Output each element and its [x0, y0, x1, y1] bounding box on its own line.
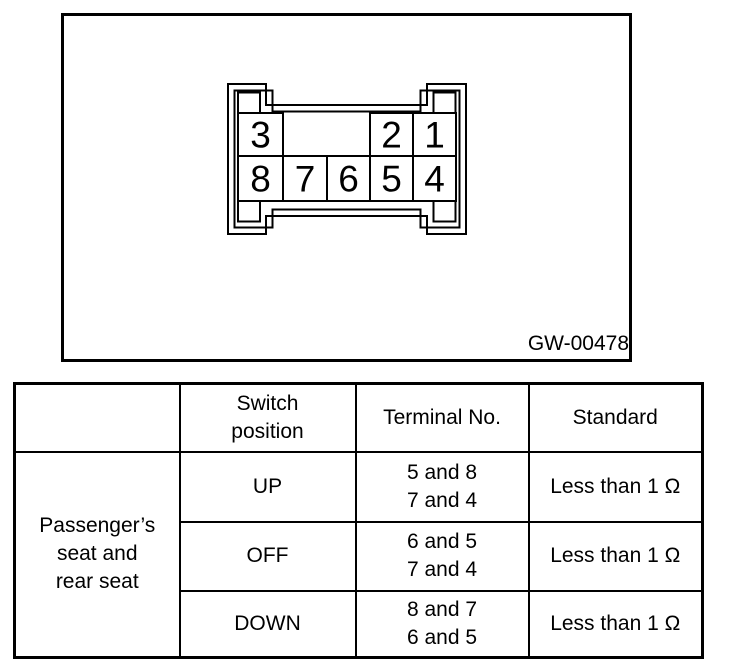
connector-tab-top-right	[432, 91, 457, 114]
terminal-no-off: 6 and 5 7 and 4	[354, 520, 530, 592]
terminal-cavity-7	[282, 155, 328, 202]
connector-tab-top-left	[237, 91, 261, 114]
terminal-no-down: 8 and 7 6 and 5	[354, 589, 530, 659]
connector-tab-bottom-right	[432, 200, 457, 223]
terminal-label-3: 3	[250, 115, 271, 156]
connector-outline-outer	[227, 83, 467, 235]
header-terminal-no: Terminal No.	[354, 382, 530, 453]
standard-up: Less than 1 Ω	[527, 450, 704, 523]
terminal-label-4: 4	[424, 159, 445, 200]
terminal-label-6: 6	[338, 159, 359, 200]
switch-position-off: OFF	[178, 520, 357, 592]
table-row-down: DOWN 8 and 7 6 and 5 Less than 1 Ω	[15, 589, 704, 659]
switch-position-down: DOWN	[178, 589, 357, 659]
standard-off: Less than 1 Ω	[527, 520, 704, 592]
header-standard: Standard	[527, 382, 704, 453]
figure-border	[61, 13, 632, 362]
connector-outline-inner	[233, 89, 461, 229]
header-group	[13, 382, 181, 453]
terminal-label-5: 5	[381, 159, 402, 200]
terminal-label-7: 7	[295, 159, 316, 200]
switch-position-up: UP	[178, 450, 357, 523]
table-row-off: OFF 6 and 5 7 and 4 Less than 1 Ω	[15, 520, 704, 592]
terminal-label-2: 2	[381, 115, 402, 156]
spec-table: Switch position Terminal No. Standard Pa…	[13, 382, 704, 659]
terminal-cavity-8	[237, 155, 284, 202]
connector-tab-bottom-left	[237, 200, 261, 223]
table-row-up: Passenger’s seat and rear seat UP 5 and …	[13, 450, 704, 659]
terminal-cavity-4	[412, 155, 457, 202]
standard-down: Less than 1 Ω	[527, 589, 704, 659]
terminal-cavity-6	[326, 155, 371, 202]
terminal-cavity-1	[412, 112, 457, 157]
figure-code-label: GW-00478	[527, 332, 629, 355]
terminal-label-8: 8	[250, 159, 271, 200]
connector-figure: 3 2 1 8 7 6 5 4	[61, 13, 632, 362]
terminal-label-1: 1	[424, 115, 445, 156]
header-switch-position: Switch position	[178, 382, 357, 453]
table-header-row: Switch position Terminal No. Standard	[13, 382, 704, 453]
terminal-cavity-3	[237, 112, 284, 157]
terminal-no-up: 5 and 8 7 and 4	[354, 450, 530, 523]
row-group-label: Passenger’s seat and rear seat	[13, 450, 181, 659]
